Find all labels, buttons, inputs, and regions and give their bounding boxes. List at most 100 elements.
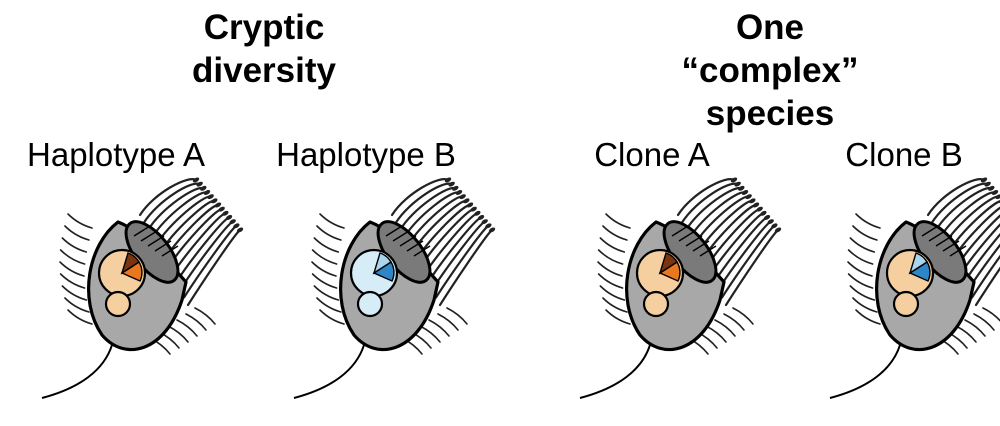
cilium-tip (485, 223, 492, 229)
cilium (438, 228, 494, 307)
cilia-tips (192, 177, 244, 233)
micronucleus (892, 290, 920, 318)
body-cilium (597, 273, 624, 289)
body-cilium (67, 213, 93, 229)
tail-flagellum (579, 344, 651, 399)
body-cilium (847, 261, 873, 277)
body-cilium (64, 297, 90, 313)
cilium (170, 212, 227, 277)
body-cilium (67, 309, 93, 325)
cilium (182, 224, 238, 299)
cilium-tip (444, 177, 452, 183)
body-cilium (597, 249, 624, 265)
cilium-tip (229, 219, 236, 225)
cilium-tip (218, 206, 225, 212)
body-cilium (428, 319, 450, 337)
hatch-line (699, 245, 717, 257)
cilium-tip (207, 194, 214, 200)
cilium (146, 187, 205, 232)
body-cilium (316, 297, 342, 313)
cilium-tip (463, 198, 470, 204)
body-cilium (313, 285, 340, 301)
oral-hatching (671, 225, 717, 257)
cilium-tip (477, 215, 485, 220)
cilium (186, 228, 242, 307)
cilium (142, 182, 201, 224)
body-cilium (319, 213, 345, 229)
cilium-tip (203, 190, 211, 195)
body-cilium (316, 225, 342, 241)
cilium-tip (980, 177, 988, 183)
body-cilium (855, 309, 881, 325)
body-cilium (602, 225, 628, 241)
nucleus-wedge (372, 252, 392, 275)
cilium (422, 212, 479, 277)
body-cilium (599, 285, 626, 301)
cilium-tip (214, 202, 222, 208)
cilium-tip (481, 219, 488, 225)
cilium (724, 228, 780, 307)
cilium-tip (474, 210, 481, 216)
body-cilium (602, 297, 628, 313)
heading-cryptic-diversity: Cryptic diversity (114, 6, 414, 92)
nucleus-wedge (120, 252, 140, 275)
cilia-tips (444, 177, 496, 233)
cilium-tip (200, 185, 207, 191)
cilium-tip (455, 190, 463, 195)
heading-line: One (735, 8, 805, 47)
cilium-tip (752, 202, 760, 208)
body-cilium (446, 307, 468, 325)
body-cilium (964, 319, 986, 337)
body-cilium (311, 261, 337, 277)
hatch-line (133, 225, 151, 237)
label-clone-b: Clone B (845, 136, 963, 173)
cilium-tip (734, 181, 741, 187)
cilium (684, 187, 743, 232)
body-cilium (714, 319, 736, 337)
cilium-tip (236, 227, 244, 233)
cilium-tip (466, 202, 474, 208)
cilium-tip (749, 198, 756, 204)
hatch-line (392, 230, 410, 242)
cilium-tip (745, 194, 752, 200)
body-cilium (437, 313, 459, 331)
label-clone-a: Clone A (594, 136, 710, 173)
cilium (394, 182, 453, 224)
hatch-line (154, 240, 172, 252)
micronucleus (104, 290, 132, 318)
cilium (970, 254, 1000, 299)
cilium-tip (222, 210, 229, 216)
hatch-line (140, 230, 158, 242)
cilium (680, 182, 739, 224)
cilium-tip (470, 206, 477, 212)
tail-flagellum (293, 344, 365, 399)
cilium (934, 187, 993, 232)
body-cilium (311, 273, 338, 289)
cilium-tip (741, 190, 749, 195)
cilium (974, 266, 1000, 307)
body-cilium (599, 237, 626, 253)
body-cilium (59, 249, 86, 265)
body-cilium (973, 313, 995, 331)
heading-complex-species: One “complex” species (620, 6, 920, 135)
body-cilium (732, 307, 754, 325)
cilium-tip (771, 223, 778, 229)
label-haplotype-a: Haplotype A (27, 136, 205, 173)
cilium-tip (488, 227, 496, 233)
oral-hatching (385, 225, 431, 257)
body-cilium (319, 309, 345, 325)
hatch-line (671, 225, 689, 237)
body-cilium (723, 313, 745, 331)
cilia-tips (730, 177, 782, 233)
cilium-tip (448, 181, 455, 187)
hatch-line (949, 245, 967, 257)
oral-hatching (133, 225, 179, 257)
cilium-tip (233, 223, 240, 229)
hatch-line (685, 235, 703, 247)
hatch-line (147, 235, 165, 247)
body-cilium (852, 297, 878, 313)
cilium (434, 224, 490, 299)
ciliate-4 (829, 177, 1000, 399)
cilium-tip (452, 185, 459, 191)
